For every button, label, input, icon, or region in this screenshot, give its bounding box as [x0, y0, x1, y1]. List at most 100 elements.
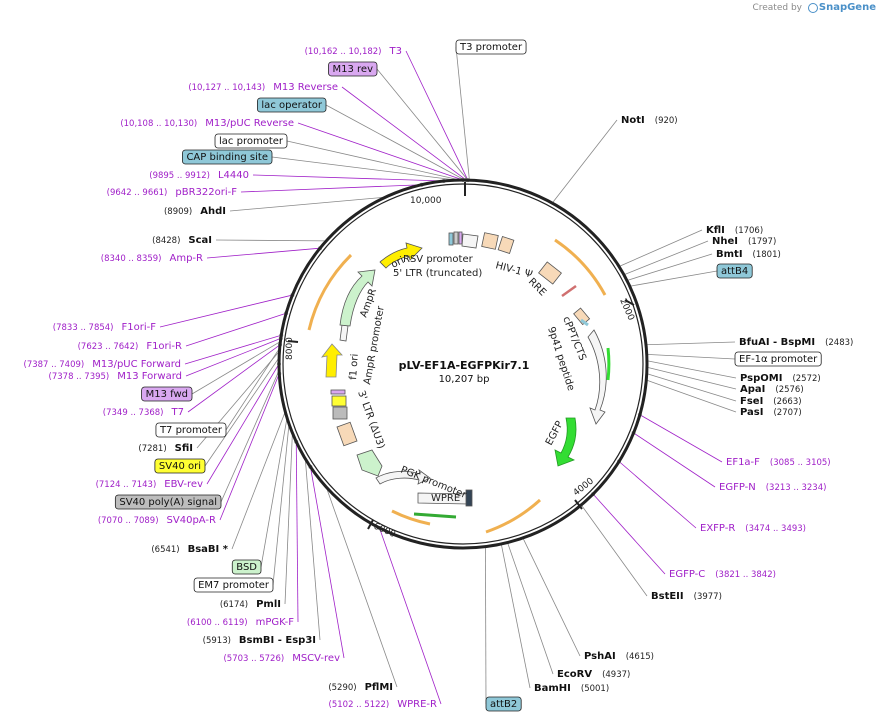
leader-line: [325, 486, 398, 688]
leader-line: [260, 417, 288, 568]
label-rsv-promoter: RSV promoter: [403, 254, 474, 265]
label-position: (2707): [773, 408, 801, 418]
leader-line: [551, 119, 618, 204]
label-box: [734, 351, 822, 367]
map-label-sv40pa-r[interactable]: (7070 .. 7089)SV40pA-R: [98, 515, 216, 526]
map-label-pmli[interactable]: (6174)PmlI: [220, 599, 281, 610]
map-label-lac-operator[interactable]: lac operator: [257, 97, 327, 113]
map-label-nhei[interactable]: (1797)NheI: [712, 236, 776, 247]
label-position: (8428): [152, 236, 180, 246]
label-name: Amp-R: [170, 253, 204, 264]
map-label-egfp-c[interactable]: (3821 .. 3842)EGFP-C: [669, 569, 776, 580]
map-label-ef1a-f[interactable]: (3085 .. 3105)EF1a-F: [726, 457, 831, 468]
leader-line: [341, 86, 467, 181]
map-label-egfp-n[interactable]: (3213 .. 3234)EGFP-N: [719, 482, 826, 493]
map-label-mpgk-f[interactable]: (6100 .. 6119)mPGK-F: [187, 617, 294, 628]
map-label-m13-forward[interactable]: (7378 .. 7395) M13 Forward: [49, 371, 182, 382]
map-label-f1ori-f[interactable]: (7833 .. 7854)F1ori-F: [53, 322, 156, 333]
label-name: M13/pUC Reverse: [205, 118, 294, 129]
map-label-cap-binding-site[interactable]: CAP binding site: [182, 149, 273, 165]
map-label-fsei[interactable]: (2663) FseI: [740, 396, 802, 407]
map-label-sv40-poly-a-signal[interactable]: SV40 poly(A) signal: [114, 494, 222, 510]
feature-rre-mark: [561, 284, 577, 298]
label-name: F1ori-F: [122, 322, 157, 333]
label-name: EGFP-C: [669, 569, 705, 580]
map-label-em7-promoter[interactable]: EM7 promoter: [193, 577, 274, 593]
map-label-bmti[interactable]: (1801)BmtI: [716, 249, 781, 260]
map-label-ahdi[interactable]: (8909)AhdI: [164, 206, 226, 217]
orange-arcs: [307, 238, 607, 534]
map-label-noti[interactable]: (920)NotI: [621, 115, 678, 126]
map-label-ef-1-promoter[interactable]: EF-1α promoter: [734, 351, 822, 367]
label-wpre: WPRE: [431, 493, 460, 504]
map-label-bsteii[interactable]: (3977)BstEII: [651, 591, 722, 602]
map-label-pbr322ori-f[interactable]: (9642 .. 9661)pBR322ori-F: [107, 187, 238, 198]
label-name: T3 promoter: [459, 42, 523, 53]
map-label-m13-puc-forward[interactable]: (7387 .. 7409)M13/pUC Forward: [24, 359, 181, 370]
label-name: SV40 ori: [159, 461, 201, 472]
leader-line: [286, 140, 460, 181]
map-label-pflmi[interactable]: (5290)PflMI: [328, 682, 393, 693]
map-label-exfp-r[interactable]: (3474 .. 3493)EXFP-R: [700, 523, 806, 534]
label-name: M13 Forward: [117, 371, 182, 382]
map-label-amp-r[interactable]: (8340 .. 8359)Amp-R: [101, 253, 203, 264]
feature-rre: [538, 261, 562, 285]
label-name: FseI: [740, 396, 763, 407]
map-label-m13-reverse[interactable]: (10,127 .. 10,143)M13 Reverse: [188, 82, 338, 93]
label-name: BstEII: [651, 591, 684, 602]
label-box: [231, 559, 262, 575]
label-position: (7378 .. 7395): [49, 372, 110, 382]
map-label-sfii[interactable]: (7281)SfiI: [138, 443, 193, 454]
label-f1ori: f1 ori: [348, 353, 361, 380]
map-label-wpre-r[interactable]: (5102 .. 5122)WPRE-R: [329, 699, 438, 710]
leader-line: [507, 542, 554, 675]
attb2-mark: [465, 489, 473, 507]
map-label-f1ori-r[interactable]: (7623 .. 7642)F1ori-R: [78, 341, 182, 352]
label-name: L4440: [218, 170, 249, 181]
map-label-bsabi[interactable]: (6541)BsaBI *: [151, 544, 228, 555]
map-label-t7-promoter[interactable]: T7 promoter: [155, 422, 227, 438]
leader-line: [646, 360, 737, 379]
map-label-m13-puc-reverse[interactable]: (10,108 .. 10,130)M13/pUC Reverse: [120, 118, 294, 129]
map-label-bsd[interactable]: BSD: [231, 559, 262, 575]
map-label-pspomi[interactable]: (2572)PspOMI: [740, 373, 821, 384]
map-label-apai[interactable]: (2576)ApaI: [740, 384, 804, 395]
label-rre: RRE: [526, 276, 548, 298]
label-name: MSCV-rev: [292, 653, 340, 664]
map-label-ecorv[interactable]: (4937)EcoRV: [557, 669, 630, 680]
map-label-pshai[interactable]: (4615)PshAI: [584, 651, 654, 662]
label-name: BsaBI *: [188, 544, 229, 555]
label-position: (9642 .. 9661): [107, 188, 168, 198]
leader-line: [204, 357, 280, 467]
map-label-mscv-rev[interactable]: (5703 .. 5726)MSCV-rev: [223, 653, 340, 664]
map-label-bamhi[interactable]: (5001)BamHI: [534, 683, 609, 694]
label-name: attB4: [721, 266, 748, 277]
map-label-pasi[interactable]: (2707)PasI: [740, 407, 802, 418]
label-name: F1ori-R: [146, 341, 182, 352]
label-position: (1801): [753, 250, 781, 260]
map-label-bsmbi-esp3i[interactable]: (5913)BsmBI - Esp3I: [203, 635, 316, 646]
map-label-scai[interactable]: (8428)ScaI: [152, 235, 212, 246]
map-label-lac-promoter[interactable]: lac promoter: [214, 133, 288, 149]
map-label-t7[interactable]: (7349 .. 7368)T7: [103, 407, 184, 418]
label-name: EcoRV: [557, 669, 592, 680]
map-label-m13-fwd[interactable]: M13 fwd: [141, 386, 193, 402]
map-label-t3-promoter[interactable]: T3 promoter: [455, 39, 527, 55]
map-label-m13-rev[interactable]: M13 rev: [328, 61, 378, 77]
map-label-bfuai-bspmi[interactable]: (2483)BfuAI - BspMI: [739, 337, 853, 348]
map-label-l4440[interactable]: (9895 .. 9912)L4440: [149, 170, 249, 181]
map-label-attb2[interactable]: attB2: [485, 696, 522, 712]
map-label-kfli[interactable]: (1706)KflI: [706, 225, 763, 236]
wpre-green-arc: [413, 512, 457, 519]
map-label-ebv-rev[interactable]: (7124 .. 7143)EBV-rev: [96, 479, 203, 490]
map-label-sv40-ori[interactable]: SV40 ori: [154, 458, 206, 474]
feature-sv40-polya: [336, 421, 358, 447]
map-label-attb4[interactable]: attB4: [716, 263, 753, 279]
label-name: lac operator: [261, 100, 322, 111]
map-label-t3[interactable]: (10,162 .. 10,182)T3: [305, 46, 402, 57]
label-hiv-psi: HIV-1 Ψ: [494, 260, 533, 280]
leader-line: [206, 247, 321, 259]
snapgene-logo-icon: [807, 2, 818, 13]
label-position: (2663): [773, 397, 801, 407]
label-box: [114, 494, 222, 510]
